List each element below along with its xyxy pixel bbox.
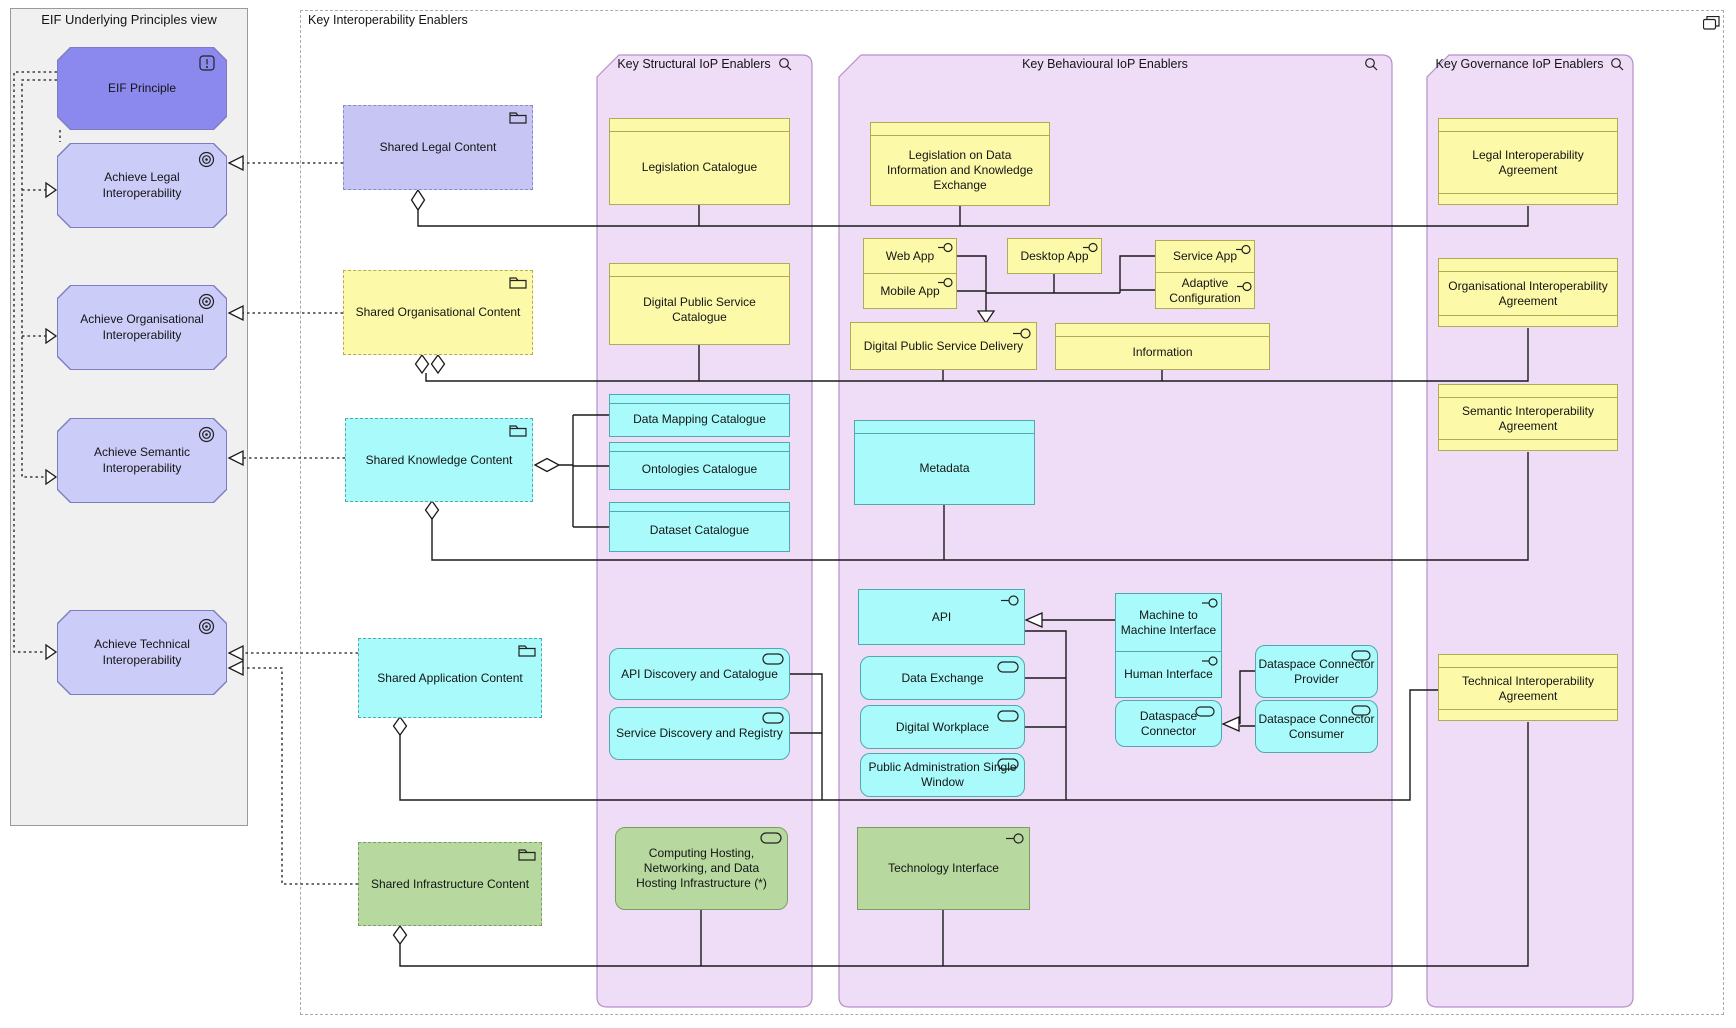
node-api[interactable]: API <box>858 589 1025 645</box>
goal-icon <box>198 293 215 310</box>
node-data-mapping-catalogue[interactable]: Data Mapping Catalogue <box>609 394 790 437</box>
node-dataset-catalogue[interactable]: Dataset Catalogue <box>609 502 790 552</box>
interface-icon <box>938 277 953 288</box>
service-icon <box>760 832 782 844</box>
node-semantic-interoperability-agreement[interactable]: Semantic Interoperability Agreement <box>1438 384 1618 451</box>
service-icon <box>997 758 1019 770</box>
node-dataspace-connector-consumer[interactable]: Dataspace Connector Consumer <box>1255 700 1378 753</box>
service-icon <box>1351 705 1371 716</box>
service-icon <box>762 653 784 665</box>
magnifier-icon <box>1365 58 1378 71</box>
node-shared-application-content[interactable]: Shared Application Content <box>358 638 542 718</box>
node-legislation-catalogue[interactable]: Legislation Catalogue <box>609 118 790 205</box>
node-machine-to-machine-interface[interactable]: Machine to Machine Interface <box>1115 593 1222 652</box>
node-achieve-organisational-interoperability[interactable]: Achieve Organisational Interoperability <box>57 285 227 370</box>
magnifier-icon <box>1611 58 1624 71</box>
node-achieve-technical-interoperability[interactable]: Achieve Technical Interoperability <box>57 610 227 695</box>
node-information[interactable]: Information <box>1055 323 1270 370</box>
node-desktop-app[interactable]: Desktop App <box>1007 238 1102 274</box>
service-icon <box>1195 706 1215 717</box>
node-achieve-semantic-interoperability[interactable]: Achieve Semantic Interoperability <box>57 418 227 503</box>
node-api-discovery-and-catalogue[interactable]: API Discovery and Catalogue <box>609 648 790 700</box>
node-adaptive-configuration[interactable]: Adaptive Configuration <box>1155 272 1255 309</box>
node-digital-workplace[interactable]: Digital Workplace <box>860 705 1025 749</box>
view-icon <box>1702 15 1720 30</box>
folder-icon <box>509 275 527 289</box>
container-title: Key Interoperability Enablers <box>308 13 468 27</box>
service-icon <box>997 710 1019 722</box>
service-icon <box>997 661 1019 673</box>
interface-icon <box>1237 281 1252 292</box>
goal-icon <box>198 618 215 635</box>
column-header-behavioural: Key Behavioural IoP Enablers <box>839 57 1392 71</box>
interface-icon <box>1202 655 1218 667</box>
key-interoperability-enablers-container <box>300 10 1724 1015</box>
interface-icon <box>938 242 953 253</box>
node-ontologies-catalogue[interactable]: Ontologies Catalogue <box>609 442 790 490</box>
node-technical-interoperability-agreement[interactable]: Technical Interoperability Agreement <box>1438 654 1618 721</box>
node-metadata[interactable]: Metadata <box>854 420 1035 505</box>
node-eif-principle[interactable]: EIF Principle <box>57 47 227 130</box>
folder-icon <box>509 110 527 124</box>
interface-icon <box>1006 832 1024 845</box>
service-icon <box>1351 650 1371 661</box>
node-shared-infrastructure-content[interactable]: Shared Infrastructure Content <box>358 842 542 926</box>
node-legislation-on-data[interactable]: Legislation on Data Information and Know… <box>870 122 1050 206</box>
folder-icon <box>518 847 536 861</box>
node-organisational-interoperability-agreement[interactable]: Organisational Interoperability Agreemen… <box>1438 258 1618 327</box>
interface-icon <box>1001 594 1019 607</box>
node-shared-knowledge-content[interactable]: Shared Knowledge Content <box>345 418 533 502</box>
interface-icon <box>1202 597 1218 609</box>
node-technology-interface[interactable]: Technology Interface <box>857 827 1030 910</box>
node-dataspace-connector-provider[interactable]: Dataspace Connector Provider <box>1255 645 1378 698</box>
interface-icon <box>1083 242 1098 253</box>
magnifier-icon <box>778 58 792 71</box>
goal-icon <box>198 426 215 443</box>
goal-icon <box>198 151 215 168</box>
folder-icon <box>509 423 527 437</box>
node-computing-hosting-infrastructure[interactable]: Computing Hosting, Networking, and Data … <box>615 827 788 910</box>
node-shared-organisational-content[interactable]: Shared Organisational Content <box>343 270 533 355</box>
node-achieve-legal-interoperability[interactable]: Achieve Legal Interoperability <box>57 143 227 228</box>
node-legal-interoperability-agreement[interactable]: Legal Interoperability Agreement <box>1438 118 1618 205</box>
node-data-exchange[interactable]: Data Exchange <box>860 656 1025 700</box>
aggregation-lines <box>399 205 1529 967</box>
arrowheads-and-diamonds <box>45 154 1240 946</box>
node-dataspace-connector[interactable]: Dataspace Connector <box>1115 700 1222 747</box>
node-service-app[interactable]: Service App <box>1155 240 1255 273</box>
column-header-structural: Key Structural IoP Enablers <box>597 57 812 71</box>
node-digital-public-service-catalogue[interactable]: Digital Public Service Catalogue <box>609 263 790 345</box>
node-shared-legal-content[interactable]: Shared Legal Content <box>343 105 533 190</box>
node-mobile-app[interactable]: Mobile App <box>863 273 957 309</box>
node-human-interface[interactable]: Human Interface <box>1115 651 1222 698</box>
interface-icon <box>1236 244 1251 255</box>
column-header-governance: Key Governance IoP Enablers <box>1427 57 1633 71</box>
realization-lines <box>13 71 358 885</box>
interface-icon <box>1013 327 1031 340</box>
node-web-app[interactable]: Web App <box>863 238 957 274</box>
folder-icon <box>518 643 536 657</box>
node-public-administration-single-window[interactable]: Public Administration Single Window <box>860 753 1025 797</box>
node-service-discovery-and-registry[interactable]: Service Discovery and Registry <box>609 707 790 760</box>
service-icon <box>762 712 784 724</box>
panel-title: EIF Underlying Principles view <box>41 12 217 27</box>
node-digital-public-service-delivery[interactable]: Digital Public Service Delivery <box>850 322 1037 370</box>
principle-icon <box>199 55 215 71</box>
